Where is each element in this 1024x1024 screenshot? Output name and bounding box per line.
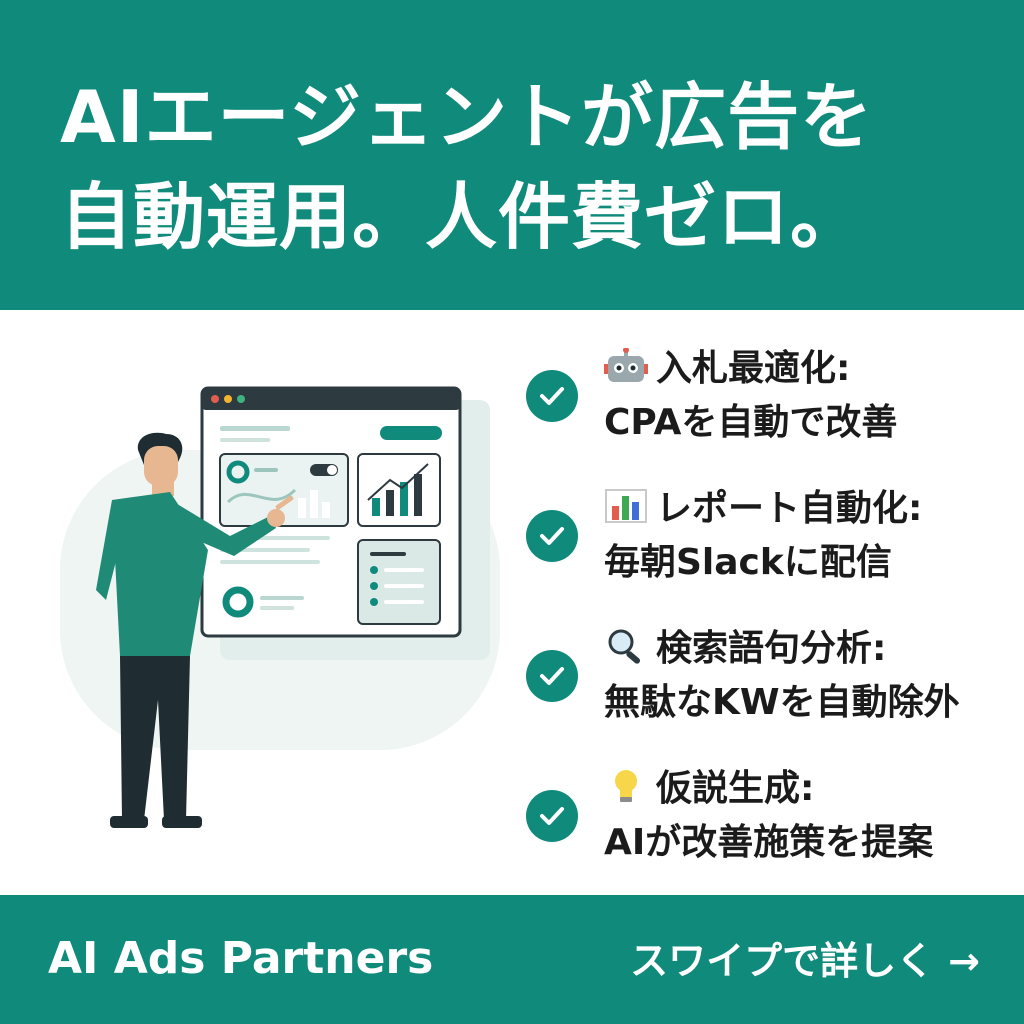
feature-desc-4: AIが改善施策を提案	[604, 822, 934, 863]
headline-line-1: AIエージェントが広告を	[60, 75, 874, 159]
feature-title-1: 入札最適化:	[656, 348, 851, 389]
swipe-cta-label: スワイプで詳しく	[630, 939, 935, 983]
arrow-right-icon: →	[948, 939, 980, 983]
lightbulb-icon	[615, 770, 637, 802]
check-icon	[526, 370, 578, 422]
headline-line-2: 自動運用。人件費ゼロ。	[60, 175, 864, 259]
swipe-cta[interactable]: スワイプで詳しく →	[630, 937, 980, 985]
feature-title-2: レポート自動化:	[656, 488, 923, 529]
check-icon	[526, 510, 578, 562]
bar-chart-icon	[605, 489, 647, 523]
feature-item-report-automation: レポート自動化: 毎朝Slackに配信	[526, 480, 1006, 600]
magnifier-icon	[608, 629, 641, 664]
header-banner: AIエージェントが広告を 自動運用。人件費ゼロ。	[0, 0, 1024, 310]
check-icon	[526, 650, 578, 702]
feature-item-hypothesis-generation: 仮説生成: AIが改善施策を提案	[526, 760, 1006, 880]
brand-name: AI Ads Partners	[48, 933, 434, 984]
robot-icon	[604, 348, 648, 382]
feature-desc-2: 毎朝Slackに配信	[604, 542, 892, 583]
man-pointing-at-dashboard-illustration	[60, 386, 500, 828]
check-icon	[526, 790, 578, 842]
feature-desc-1: CPAを自動で改善	[604, 402, 898, 443]
feature-item-bid-optimization: 入札最適化: CPAを自動で改善	[526, 340, 1006, 460]
footer-banner: AI Ads Partners スワイプで詳しく →	[0, 895, 1024, 1024]
feature-item-search-term-analysis: 検索語句分析: 無駄なKWを自動除外	[526, 620, 1006, 740]
illustration	[40, 330, 540, 870]
feature-desc-3: 無駄なKWを自動除外	[604, 682, 960, 723]
feature-title-4: 仮説生成:	[656, 768, 815, 809]
feature-title-3: 検索語句分析:	[656, 628, 887, 669]
